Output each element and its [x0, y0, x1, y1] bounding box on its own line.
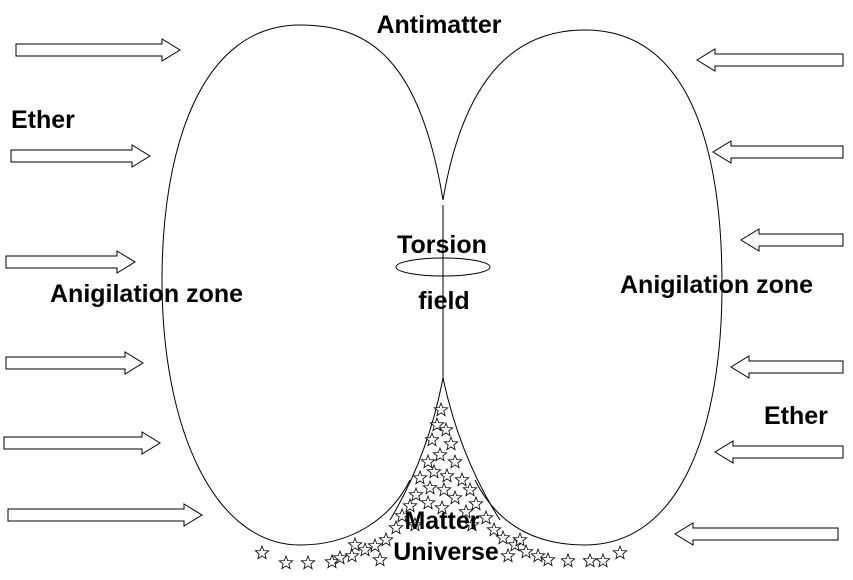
label-ether-right: Ether: [764, 402, 828, 430]
star-icon: [332, 549, 348, 565]
arrow-left-icon: [712, 140, 844, 164]
label-ether-left: Ether: [11, 106, 75, 134]
left-lobe-outline: [161, 24, 444, 546]
star-icon: [540, 551, 556, 567]
ether-arrows-right: [674, 48, 844, 546]
arrow-right-icon: [5, 351, 144, 375]
star-icon: [426, 463, 442, 479]
star-icon: [394, 507, 410, 523]
star-icon: [367, 537, 383, 553]
label-antimatter: Antimatter: [376, 11, 501, 39]
star-icon: [357, 541, 373, 557]
star-icon: [458, 503, 474, 519]
star-icon: [582, 552, 598, 568]
star-icon: [447, 453, 463, 469]
star-icon: [422, 479, 438, 495]
star-icon: [424, 431, 440, 447]
star-icon: [432, 446, 448, 462]
star-icon: [433, 401, 449, 417]
star-icon: [438, 421, 454, 437]
label-matter: Matter: [404, 507, 479, 535]
arrow-left-icon: [730, 355, 844, 379]
arrow-left-icon: [696, 48, 844, 72]
arrow-left-icon: [714, 440, 844, 464]
star-icon: [408, 486, 424, 502]
star-icon: [500, 547, 516, 563]
star-icon: [468, 495, 484, 511]
star-icon: [254, 544, 270, 560]
star-icon: [595, 552, 611, 568]
star-icon: [486, 521, 502, 537]
star-icon: [512, 531, 528, 547]
right-lobe-outline: [442, 29, 723, 546]
star-icon: [347, 536, 363, 552]
star-icon: [407, 516, 423, 532]
star-icon: [420, 453, 436, 469]
star-icon: [518, 543, 534, 559]
arrow-right-icon: [15, 38, 181, 62]
star-icon: [436, 481, 452, 497]
star-icon: [447, 489, 463, 505]
star-icon: [420, 494, 436, 510]
star-icon: [443, 435, 459, 451]
star-icon: [388, 519, 404, 535]
star-icon: [495, 529, 511, 545]
star-icon: [439, 467, 455, 483]
star-icon: [560, 552, 576, 568]
arrow-right-icon: [10, 144, 151, 168]
label-anigilation-zone-left: Anigilation zone: [50, 280, 243, 308]
arrow-right-icon: [7, 503, 203, 527]
arrow-left-icon: [740, 228, 844, 252]
star-icon: [378, 531, 394, 547]
star-icon: [372, 551, 388, 567]
star-icon: [429, 416, 445, 432]
arrow-right-icon: [3, 431, 161, 455]
star-icon: [324, 553, 340, 569]
star-icon: [434, 499, 450, 515]
label-universe: Universe: [393, 538, 499, 566]
star-icon: [454, 471, 470, 487]
star-icon: [462, 481, 478, 497]
label-torsion: Torsion: [397, 231, 487, 259]
star-icon: [412, 469, 428, 485]
star-icon: [464, 516, 480, 532]
matter-stars: [254, 401, 628, 570]
matter-cusp-outline: [389, 377, 501, 521]
star-icon: [612, 544, 628, 560]
star-icon: [344, 547, 360, 563]
ether-arrows-left: [3, 38, 203, 527]
star-icon: [530, 547, 546, 563]
label-anigilation-zone-right: Anigilation zone: [620, 271, 813, 299]
star-icon: [300, 554, 316, 570]
arrow-left-icon: [674, 522, 839, 546]
torsion-ring: [395, 257, 491, 277]
star-icon: [278, 554, 294, 570]
arrow-right-icon: [5, 250, 136, 274]
label-field: field: [418, 287, 469, 315]
star-icon: [478, 509, 494, 525]
star-icon: [402, 497, 418, 513]
